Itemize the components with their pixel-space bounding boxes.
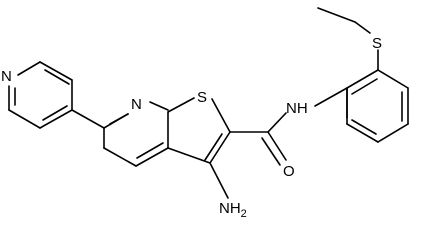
amino-subscript: 2 [241,208,247,220]
bond [351,78,378,95]
bond [267,112,287,133]
carbonyl-oxygen-label: O [283,163,295,180]
bond [261,137,281,166]
bond [354,21,371,34]
bond [211,98,231,133]
molecule-canvas: N N S S NH O NH2 [1,7,409,220]
pyridine-ring [8,61,73,129]
bond [109,113,129,125]
bond [377,123,409,143]
thioether-sulfur-label: S [372,35,382,52]
bond [209,131,231,164]
bond [377,69,409,89]
bond [8,109,41,129]
bond [314,87,348,107]
amino-group-label: NH2 [219,200,247,220]
bond [346,123,379,143]
bond [39,61,73,81]
pyridine-nitrogen-label: N [1,68,12,85]
ethylthio-chain [317,7,379,71]
thiophene-ring [167,97,231,164]
bond [351,119,377,135]
carboxamide [229,112,287,166]
bond [103,147,137,167]
biaryl-bond [71,109,105,129]
bond [39,109,73,129]
bond [346,69,379,89]
bond [149,101,169,111]
bond [136,142,164,159]
amide-nh-label: NH [286,100,308,117]
thiophene-sulfur-label: S [197,89,207,106]
amino-nh-text: NH [219,200,241,217]
bond [267,131,287,161]
molecule-structure: N N S S NH O NH2 [1,7,409,220]
bond [204,133,223,161]
bond [135,147,169,167]
thienopyridine-six-ring [103,101,169,167]
amino-bond [209,162,229,199]
bond [317,7,356,23]
bond [44,69,70,85]
phenyl-ring [314,69,409,143]
ring-nitrogen-label: N [131,96,142,113]
bond [167,97,195,113]
bond [42,105,68,121]
bond [167,147,211,164]
bond [17,61,41,76]
